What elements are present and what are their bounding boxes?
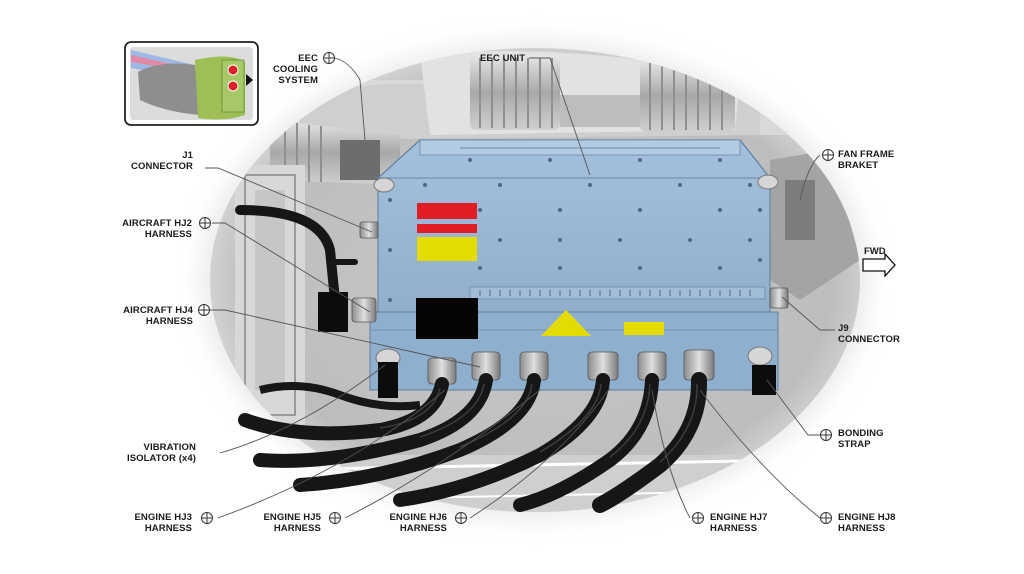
- warning-label-red-top: [417, 203, 477, 219]
- eec-unit: [352, 140, 788, 398]
- label-aircraft-hj2-harness: AIRCRAFT HJ2 HARNESS: [122, 218, 192, 240]
- callout-aircraft-hj2-icon: [200, 218, 211, 229]
- yellow-tag: [624, 322, 664, 335]
- black-plate: [416, 298, 478, 339]
- callout-bonding-strap-icon: [821, 430, 832, 441]
- callout-engine-hj3-icon: [202, 513, 213, 524]
- label-bonding-strap: BONDING STRAP: [838, 428, 884, 450]
- warning-label-yellow: [417, 237, 477, 261]
- label-engine-hj7-harness: ENGINE HJ7 HARNESS: [710, 512, 768, 534]
- locator-marker-lower: [228, 81, 238, 91]
- label-engine-hj3-harness: ENGINE HJ3 HARNESS: [135, 512, 193, 534]
- locator-marker-upper: [228, 65, 238, 75]
- callout-engine-hj8-icon: [821, 513, 832, 524]
- label-eec-unit: EEC UNIT: [480, 53, 525, 64]
- engine-locator-thumbnail: [125, 42, 258, 125]
- warning-label-red-bottom: [417, 224, 477, 233]
- callout-eec-unit-icon: [823, 150, 834, 161]
- label-engine-hj6-harness: ENGINE HJ6 HARNESS: [390, 512, 448, 534]
- label-engine-hj8-harness: ENGINE HJ8 HARNESS: [838, 512, 896, 534]
- callout-engine-hj5-icon: [330, 513, 341, 524]
- callout-engine-hj6-icon: [456, 513, 467, 524]
- callout-aircraft-hj4-icon: [199, 305, 210, 316]
- callout-eec-cooling-system-icon: [324, 53, 335, 64]
- label-fwd: FWD: [864, 246, 886, 257]
- label-j1-connector: J1 CONNECTOR: [131, 150, 193, 172]
- label-engine-hj5-harness: ENGINE HJ5 HARNESS: [264, 512, 322, 534]
- label-fan-frame-braket: FAN FRAME BRAKET: [838, 149, 894, 171]
- label-aircraft-hj4-harness: AIRCRAFT HJ4 HARNESS: [123, 305, 193, 327]
- callout-engine-hj7-icon: [693, 513, 704, 524]
- label-vibration-isolator: VIBRATION ISOLATOR (x4): [127, 442, 196, 464]
- label-j9-connector: J9 CONNECTOR: [838, 323, 900, 345]
- label-eec-cooling-system: EEC COOLING SYSTEM: [273, 53, 318, 86]
